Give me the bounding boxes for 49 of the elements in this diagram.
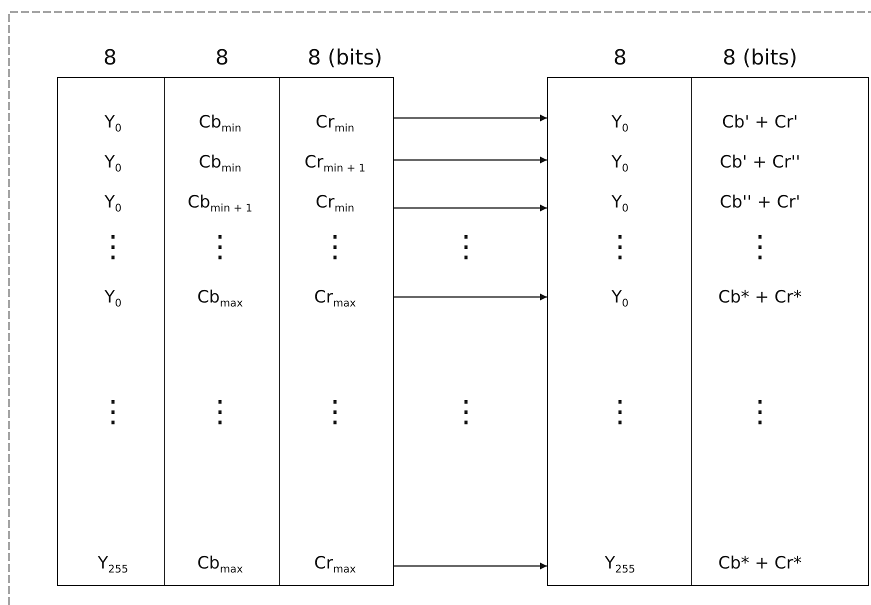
table-cell-text: Y$_{0}$ bbox=[104, 288, 122, 308]
table-cell-text: Cb$_{min}$ bbox=[198, 114, 242, 132]
table-cell-text: Cb'' + Cr' bbox=[720, 194, 800, 212]
bit-width-label: 8 bbox=[613, 46, 627, 70]
ellipsis: ⋮ bbox=[320, 396, 350, 428]
table-cell-text: Cb' + Cr'' bbox=[720, 154, 800, 172]
table-cell-text: Y$_{0}$ bbox=[611, 194, 629, 212]
arrow bbox=[394, 562, 547, 570]
table-cell-text: Y$_{0}$ bbox=[611, 288, 629, 308]
ellipsis: ⋮ bbox=[205, 396, 235, 428]
table-cell-text: Y$_{0}$ bbox=[104, 154, 122, 172]
ellipsis: ⋮ bbox=[451, 230, 481, 264]
ellipsis: ⋮ bbox=[98, 230, 128, 264]
ellipsis: ⋮ bbox=[98, 396, 128, 428]
table-cell-text: Y$_{0}$ bbox=[611, 154, 629, 172]
table-cell-text: Y$_{0}$ bbox=[104, 114, 122, 132]
arrow bbox=[394, 114, 547, 122]
table-cell-text: Y$_{255}$ bbox=[98, 554, 128, 574]
table-cell-text: Cr$_{max}$ bbox=[314, 554, 356, 574]
ellipsis: ⋮ bbox=[451, 396, 481, 428]
arrow bbox=[394, 156, 547, 164]
arrow bbox=[394, 204, 547, 212]
arrow bbox=[394, 294, 547, 300]
table-box bbox=[57, 77, 394, 586]
ellipsis: ⋮ bbox=[205, 230, 235, 264]
bit-width-label: 8 bbox=[215, 46, 229, 70]
table-cell-text: Cr$_{min}$ bbox=[316, 114, 354, 132]
table-cell-text: Cb$_{max}$ bbox=[197, 288, 243, 308]
ellipsis: ⋮ bbox=[605, 230, 635, 264]
ellipsis: ⋮ bbox=[605, 396, 635, 428]
table-cell-text: Cb* + Cr* bbox=[718, 288, 802, 308]
table-cell-text: Cr$_{max}$ bbox=[314, 288, 356, 308]
table-cell-text: Y$_{255}$ bbox=[604, 554, 636, 574]
table-cell-text: Y$_{0}$ bbox=[104, 194, 122, 212]
ellipsis: ⋮ bbox=[320, 230, 350, 264]
bit-width-label: 8 (bits) bbox=[722, 46, 798, 70]
table-cell-text: Cr$_{min + 1}$ bbox=[304, 154, 366, 172]
table-cell-text: Cb$_{max}$ bbox=[197, 554, 243, 574]
table-cell-text: Cr$_{min}$ bbox=[316, 194, 354, 212]
ellipsis: ⋮ bbox=[745, 396, 775, 428]
table-cell-text: Cb' + Cr' bbox=[722, 114, 798, 132]
table-cell-text: Cb* + Cr* bbox=[718, 554, 802, 574]
bit-width-label: 8 bbox=[103, 46, 117, 70]
bit-width-label: 8 (bits) bbox=[308, 46, 382, 70]
ellipsis: ⋮ bbox=[745, 230, 775, 264]
table-cell-text: Y$_{0}$ bbox=[611, 114, 629, 132]
table-cell-text: Cb$_{min}$ bbox=[198, 154, 242, 172]
table-box bbox=[547, 77, 869, 586]
table-cell-text: Cb$_{min + 1}$ bbox=[188, 194, 252, 212]
